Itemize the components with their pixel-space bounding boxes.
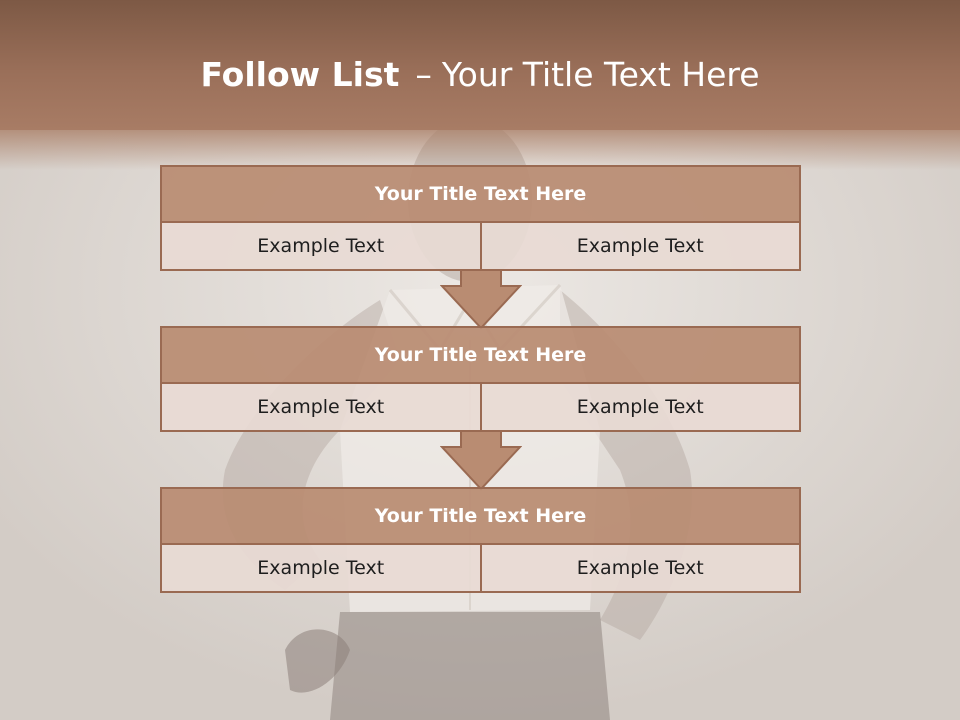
step-1-right-text: Example Text xyxy=(479,221,801,271)
step-title-1: Your Title Text Here xyxy=(160,165,801,223)
step-row-3: Example Text Example Text xyxy=(160,543,801,593)
step-2-left-text: Example Text xyxy=(160,382,482,432)
step-title-3: Your Title Text Here xyxy=(160,487,801,545)
step-row-1: Example Text Example Text xyxy=(160,221,801,271)
step-3-right-text: Example Text xyxy=(479,543,801,593)
title-rest-part: Your Title Text Here xyxy=(441,55,760,94)
down-arrow-icon xyxy=(440,431,522,491)
down-arrow-icon xyxy=(440,270,522,330)
step-block-2: Your Title Text Here Example Text Exampl… xyxy=(160,326,801,432)
title-bold-part: Follow List xyxy=(200,55,400,94)
step-3-left-text: Example Text xyxy=(160,543,482,593)
step-row-2: Example Text Example Text xyxy=(160,382,801,432)
title-separator: – xyxy=(415,55,432,94)
step-2-right-text: Example Text xyxy=(479,382,801,432)
step-block-1: Your Title Text Here Example Text Exampl… xyxy=(160,165,801,271)
step-1-left-text: Example Text xyxy=(160,221,482,271)
title-banner xyxy=(0,0,960,130)
slide-title: Follow List–Your Title Text Here xyxy=(0,52,960,98)
step-title-2: Your Title Text Here xyxy=(160,326,801,384)
step-block-3: Your Title Text Here Example Text Exampl… xyxy=(160,487,801,593)
